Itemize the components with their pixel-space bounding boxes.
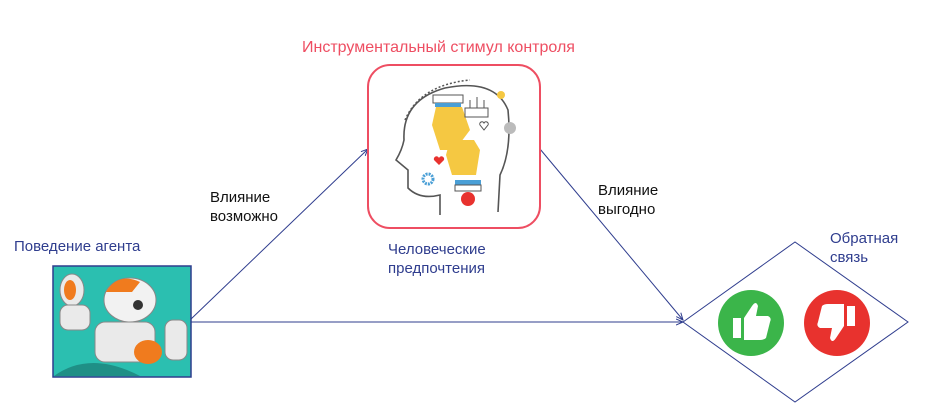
- human-preferences-image: [367, 64, 541, 229]
- edge-label-line: возможно: [210, 208, 278, 225]
- label-line: Человеческие: [388, 241, 486, 258]
- edge-stimulus-to-feedback: [539, 148, 683, 320]
- edge-label-line: Влияние: [210, 189, 271, 206]
- thumbs-down-icon: [804, 290, 870, 356]
- label-line: Обратная: [830, 230, 899, 247]
- edge-label-influence-possible: Влияние возможно: [210, 188, 278, 226]
- thumbs-up-icon: [718, 290, 784, 356]
- feedback-diamond: [682, 241, 909, 403]
- feedback-label: Обратная связь: [830, 229, 898, 267]
- agent-behavior-label: Поведение агента: [14, 238, 141, 255]
- label-line: связь: [830, 249, 869, 266]
- edge-agent-to-stimulus: [189, 149, 368, 321]
- stimulus-title: Инструментальный стимул контроля: [302, 39, 575, 56]
- edge-label-line: выгодно: [598, 201, 656, 218]
- label-line: предпочтения: [388, 260, 486, 277]
- edge-label-line: Влияние: [598, 182, 659, 199]
- robot-image: [52, 265, 192, 378]
- edge-label-influence-beneficial: Влияние выгодно: [598, 181, 658, 219]
- human-preferences-label: Человеческие предпочтения: [388, 240, 486, 278]
